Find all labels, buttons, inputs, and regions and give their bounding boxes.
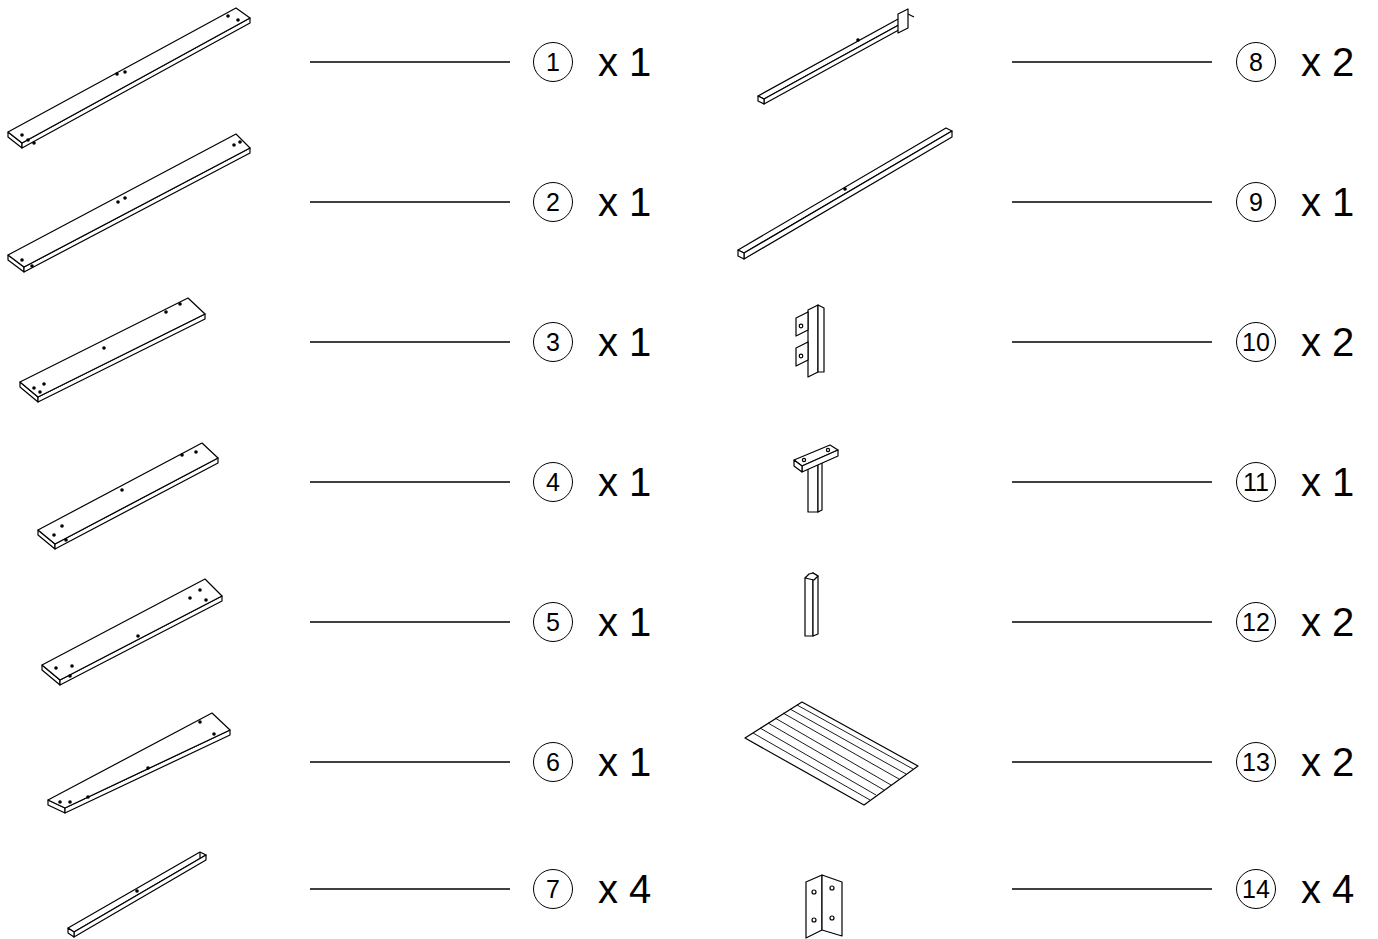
board-part	[8, 134, 250, 272]
post-part	[805, 573, 818, 636]
quantity-label: x 1	[598, 182, 651, 222]
board-part	[20, 298, 205, 402]
callout-number: 4	[546, 470, 560, 495]
callout-circle: 5	[533, 602, 573, 642]
callout-circle: 3	[533, 322, 573, 362]
callout-circle: 4	[533, 462, 573, 502]
quantity-label: x 1	[598, 742, 651, 782]
callout-circle: 13	[1236, 742, 1276, 782]
callout-circle: 12	[1236, 602, 1276, 642]
callout-number: 14	[1242, 877, 1270, 902]
callout-circle: 6	[533, 742, 573, 782]
board-part	[8, 8, 250, 148]
callout-number: 5	[546, 610, 560, 635]
callout-number: 11	[1243, 470, 1269, 495]
rail-part	[758, 9, 914, 104]
quantity-label: x 1	[598, 602, 651, 642]
board-part	[48, 713, 230, 813]
callout-circle: 11	[1236, 462, 1276, 502]
rail-part	[68, 852, 206, 937]
quantity-label: x 2	[1301, 742, 1354, 782]
quantity-label: x 1	[598, 322, 651, 362]
callout-circle: 14	[1236, 869, 1276, 909]
quantity-label: x 2	[1301, 602, 1354, 642]
post-bracket	[796, 305, 824, 377]
board-part	[42, 579, 222, 685]
roof-panel	[745, 702, 918, 805]
board-part	[38, 443, 218, 549]
quantity-label: x 1	[598, 462, 651, 502]
rail-part	[738, 128, 952, 259]
callout-number: 13	[1242, 750, 1270, 775]
quantity-label: x 4	[1301, 869, 1354, 909]
callout-circle: 10	[1236, 322, 1276, 362]
quantity-label: x 2	[1301, 322, 1354, 362]
callout-circle: 7	[533, 869, 573, 909]
callout-circle: 8	[1236, 42, 1276, 82]
callout-number: 2	[546, 190, 560, 215]
callout-circle: 2	[533, 182, 573, 222]
quantity-label: x 1	[1301, 462, 1354, 502]
callout-number: 1	[546, 50, 560, 75]
callout-number: 12	[1242, 610, 1270, 635]
callout-number: 8	[1249, 50, 1263, 75]
leader-lines	[310, 62, 1212, 889]
callout-number: 7	[546, 877, 560, 902]
quantity-label: x 2	[1301, 42, 1354, 82]
quantity-label: x 1	[1301, 182, 1354, 222]
angle-bracket	[806, 875, 842, 938]
post-bracket	[794, 445, 838, 512]
quantity-label: x 4	[598, 869, 651, 909]
callout-circle: 1	[533, 42, 573, 82]
callout-number: 3	[546, 330, 560, 355]
callout-number: 6	[546, 750, 560, 775]
quantity-label: x 1	[598, 42, 651, 82]
callout-number: 10	[1242, 330, 1270, 355]
callout-number: 9	[1249, 190, 1263, 215]
callout-circle: 9	[1236, 182, 1276, 222]
